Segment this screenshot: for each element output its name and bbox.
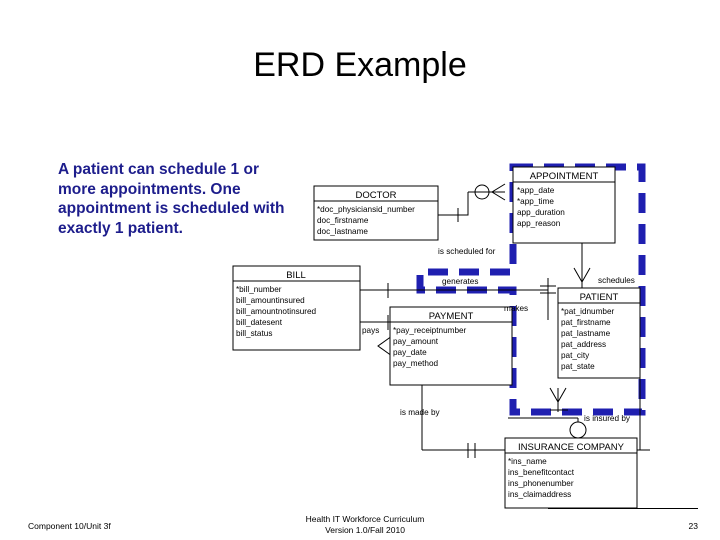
entity-attribute: *app_date: [517, 186, 555, 195]
entity-payment[interactable]: PAYMENT *pay_receiptnumber pay_amount pa…: [389, 306, 513, 386]
footer-divider: [548, 508, 698, 509]
entity-title: PAYMENT: [429, 311, 474, 322]
cardinality-symbol-appointment: [474, 183, 506, 201]
entity-attribute: bill_datesent: [236, 318, 283, 327]
relationship-label-schedules: schedules: [598, 276, 635, 285]
entity-insurance-company[interactable]: INSURANCE COMPANY *ins_name ins_benefitc…: [504, 437, 638, 509]
entity-attribute: bill_amountinsured: [236, 296, 305, 305]
entity-attribute: ins_benefitcontact: [508, 468, 575, 477]
entity-attribute: ins_phonenumber: [508, 479, 574, 488]
relationship-label-makes: makes: [504, 304, 528, 313]
entity-attribute: pat_state: [561, 362, 595, 371]
entity-patient[interactable]: PATIENT *pat_idnumber pat_firstname pat_…: [557, 287, 641, 379]
entity-attribute: pat_address: [561, 340, 606, 349]
relationship-label-is-scheduled-for: is scheduled for: [438, 247, 496, 256]
entity-attribute: *pat_idnumber: [561, 307, 615, 316]
entity-appointment[interactable]: APPOINTMENT *app_date *app_time app_dura…: [512, 166, 616, 244]
relationship-label-generates: generates: [442, 277, 478, 286]
entity-attribute: *ins_name: [508, 457, 547, 466]
entity-title: DOCTOR: [356, 190, 397, 201]
entity-title: PATIENT: [580, 292, 619, 303]
relationship-label-pays: pays: [362, 326, 379, 335]
entity-attribute: pay_method: [393, 359, 439, 368]
entity-attribute: *bill_number: [236, 285, 282, 294]
relationship-label-is-insured-by: is insured by: [584, 414, 631, 423]
entity-attribute: *pay_receiptnumber: [393, 326, 467, 335]
page-title: ERD Example: [253, 46, 467, 84]
entity-attribute: app_reason: [517, 219, 561, 228]
footer-curriculum: Health IT Workforce Curriculum Version 1…: [240, 514, 490, 536]
footer-curriculum-line2: Version 1.0/Fall 2010: [325, 525, 405, 535]
entity-attribute: ins_claimaddress: [508, 490, 571, 499]
entity-attribute: app_duration: [517, 208, 565, 217]
entity-attribute: pay_amount: [393, 337, 439, 346]
entity-title: INSURANCE COMPANY: [518, 442, 625, 453]
footer-component-label: Component 10/Unit 3f: [28, 521, 111, 531]
entity-title: APPOINTMENT: [530, 171, 599, 182]
erd-diagram: .ent-box { fill:#ffffff; stroke:#000000;…: [210, 150, 710, 510]
entity-attribute: doc_firstname: [317, 216, 369, 225]
body-paragraph: A patient can schedule 1 or more appoint…: [58, 161, 285, 237]
entity-bill[interactable]: BILL *bill_number bill_amountinsured bil…: [232, 265, 361, 351]
entity-attribute: doc_lastname: [317, 227, 368, 236]
page-number: 23: [688, 521, 698, 531]
entity-title: BILL: [286, 270, 306, 281]
entity-attribute: *doc_physiciansid_number: [317, 205, 415, 214]
entity-attribute: pat_lastname: [561, 329, 611, 338]
relationship-label-is-made-by: is made by: [400, 408, 440, 417]
entity-attribute: *app_time: [517, 197, 554, 206]
entity-attribute: bill_status: [236, 329, 272, 338]
entity-attribute: bill_amountnotinsured: [236, 307, 317, 316]
footer-curriculum-line1: Health IT Workforce Curriculum: [305, 514, 425, 524]
entity-attribute: pat_firstname: [561, 318, 611, 327]
entity-attribute: pat_city: [561, 351, 590, 360]
entity-doctor[interactable]: DOCTOR *doc_physiciansid_number doc_firs…: [313, 185, 439, 241]
entity-attribute: pay_date: [393, 348, 427, 357]
